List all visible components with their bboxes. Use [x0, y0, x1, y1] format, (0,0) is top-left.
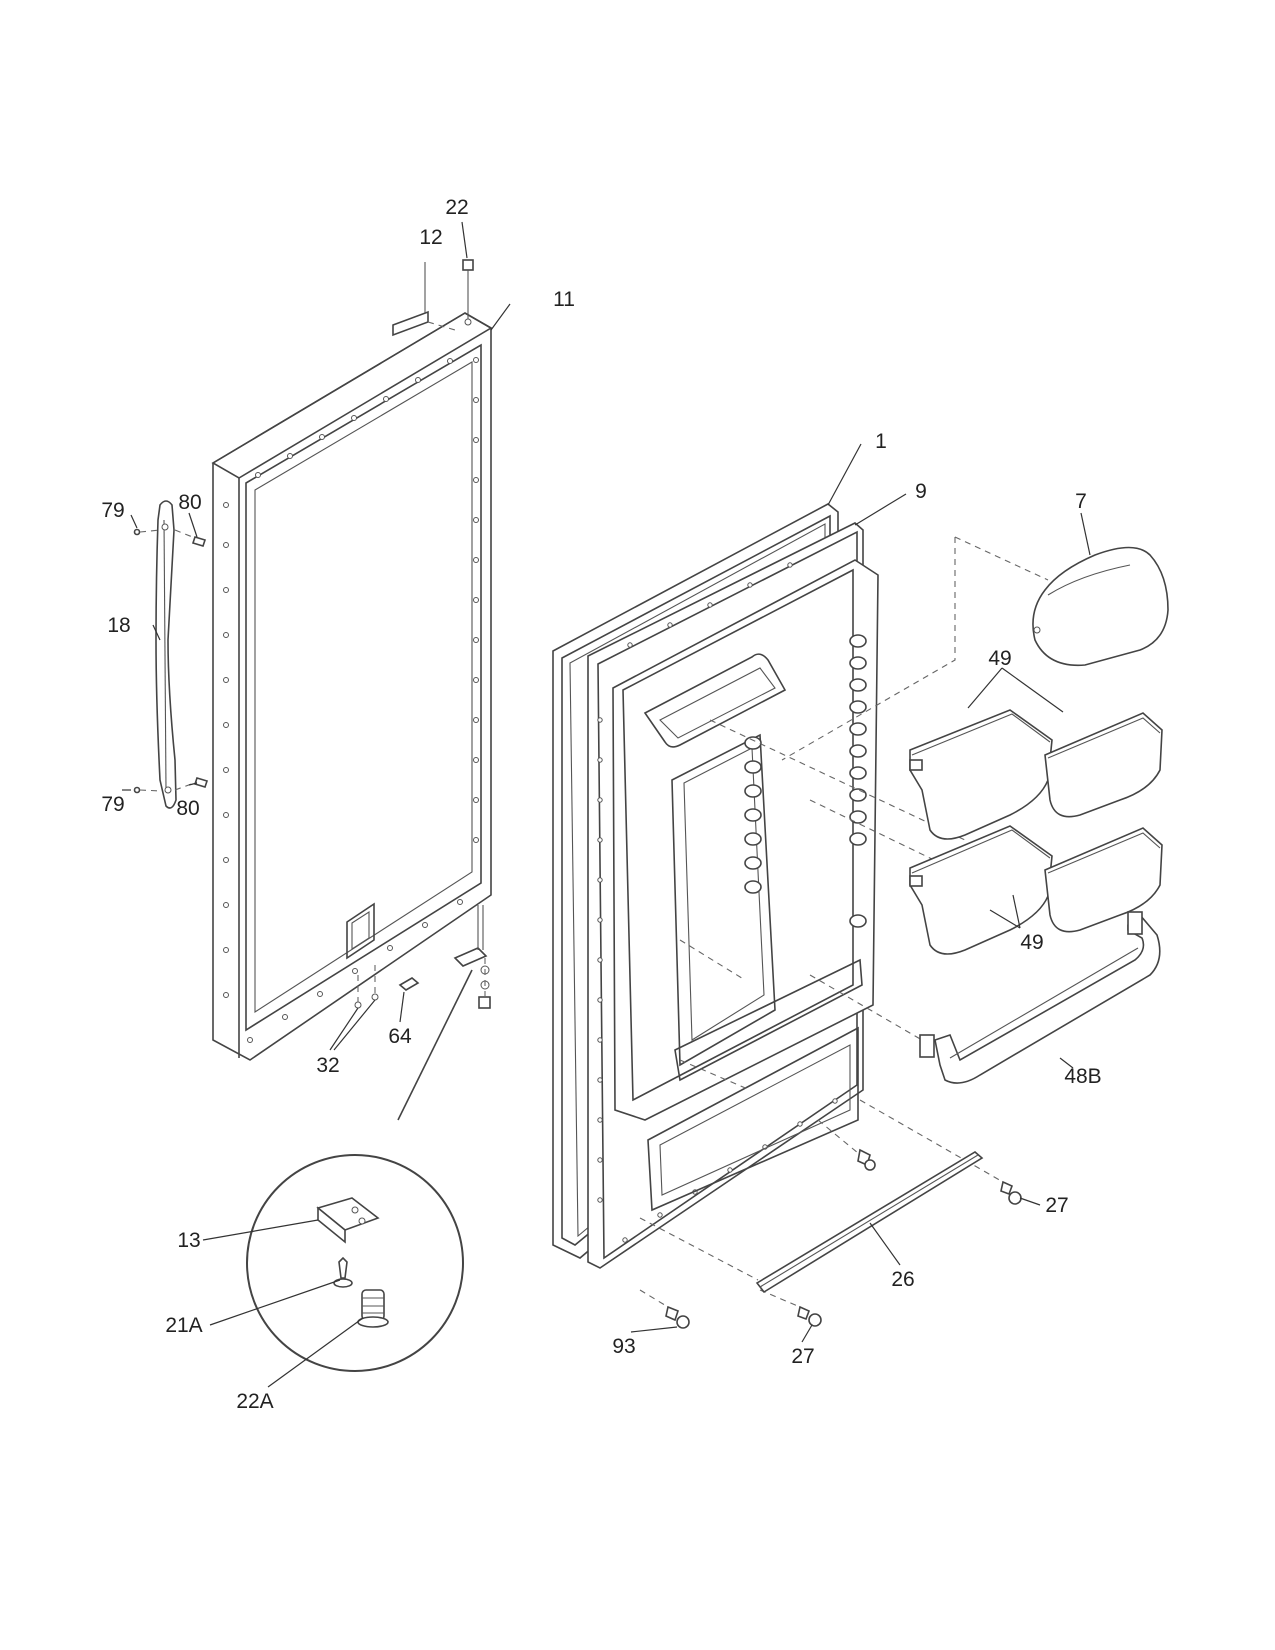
label-7: 7 — [1075, 490, 1087, 513]
detail-hinge-pin — [357, 1289, 389, 1328]
push-pin-bottom-mid — [797, 1305, 822, 1327]
detail-hinge-screw — [333, 1256, 353, 1288]
detail-hinge-bracket — [316, 1197, 380, 1244]
label-21a: 21A — [165, 1314, 202, 1337]
dairy-door — [1032, 546, 1169, 667]
door-bin-upper-left — [909, 709, 1053, 840]
shelf-position-knobs — [744, 634, 867, 928]
label-13: 13 — [177, 1229, 200, 1252]
outer-door-panel — [211, 312, 493, 1061]
label-48b: 48B — [1064, 1065, 1101, 1088]
push-pin-bottom-left — [665, 1305, 690, 1329]
top-hinge-screw — [462, 259, 474, 326]
hinge-shim — [392, 262, 456, 337]
handle-screws — [133, 528, 209, 794]
label-49-top: 49 — [988, 647, 1011, 670]
label-26: 26 — [891, 1268, 914, 1291]
callout-labels: 22 12 11 1 9 7 79 80 18 79 80 49 49 32 6… — [101, 196, 1101, 1413]
hinge-detail-circle — [246, 1154, 464, 1372]
push-pin-right — [1000, 1180, 1022, 1205]
push-pin-upper — [857, 1148, 876, 1171]
label-80-bottom: 80 — [176, 797, 199, 820]
trim-strip — [755, 1151, 984, 1294]
door-bin-upper-right — [1044, 712, 1163, 818]
door-bin-lower-right — [1044, 827, 1163, 933]
label-49-bottom: 49 — [1020, 931, 1043, 954]
outer-panel-screw-holes — [223, 357, 479, 1043]
label-79-top: 79 — [101, 499, 124, 522]
label-32: 32 — [316, 1054, 339, 1077]
door-stop — [398, 977, 420, 991]
bottom-hinge-bracket — [453, 905, 491, 1009]
leader-lines — [122, 221, 1091, 1388]
label-80-top: 80 — [178, 491, 201, 514]
bottle-rack-bar — [919, 911, 1161, 1084]
label-11: 11 — [553, 288, 575, 311]
label-27-right: 27 — [1045, 1194, 1068, 1217]
detail-callout-line — [397, 969, 473, 1121]
label-22a: 22A — [236, 1390, 273, 1413]
molded-liner-panel — [612, 559, 879, 1212]
label-9: 9 — [915, 480, 927, 503]
label-18: 18 — [107, 614, 130, 637]
label-27-bottom: 27 — [791, 1345, 814, 1368]
label-79-bottom: 79 — [101, 793, 124, 816]
door-handle — [155, 500, 177, 809]
assembly-guide-lines — [639, 536, 1049, 1308]
liner-screw-holes — [597, 562, 838, 1243]
label-22: 22 — [445, 196, 468, 219]
label-93: 93 — [612, 1335, 635, 1358]
label-1: 1 — [875, 430, 887, 453]
label-64: 64 — [388, 1025, 412, 1048]
door-bin-lower-left — [909, 825, 1053, 955]
label-12: 12 — [419, 226, 442, 249]
